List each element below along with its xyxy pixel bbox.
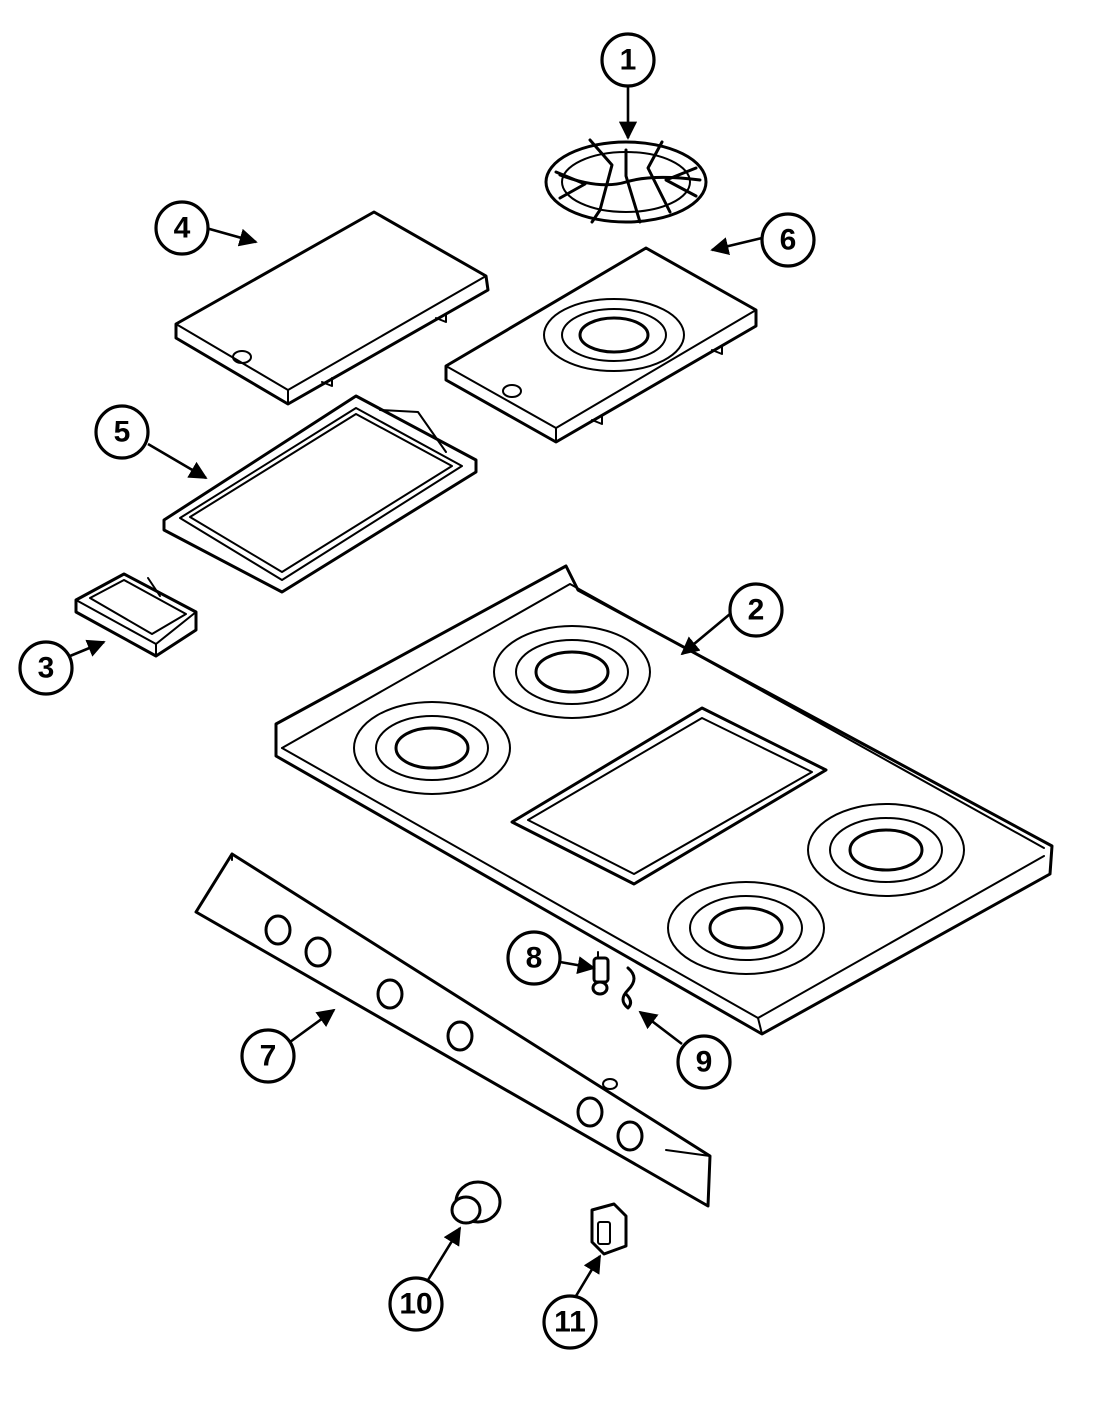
callout-4-label: 4 [174, 212, 191, 245]
arrow-to-part-4 [205, 226, 258, 247]
arrow-to-part-5 [147, 442, 208, 480]
callout-2: 2 [728, 582, 784, 638]
callout-7-label: 7 [260, 1040, 277, 1073]
callout-5: 5 [94, 404, 150, 460]
arrow-to-part-2 [680, 613, 731, 656]
callout-1-label: 1 [620, 44, 637, 77]
callout-7: 7 [240, 1028, 296, 1084]
callout-2-label: 2 [748, 594, 765, 627]
callout-3: 3 [18, 640, 74, 696]
callout-6-label: 6 [780, 224, 797, 257]
callout-8-label: 8 [526, 942, 543, 975]
wire-clip-part [621, 966, 636, 1010]
callout-11: 11 [542, 1294, 598, 1350]
callout-11-label: 11 [554, 1306, 586, 1339]
callout-10-label: 10 [399, 1288, 432, 1321]
arrow-to-part-10 [426, 1226, 462, 1281]
callout-1: 1 [600, 32, 656, 88]
cooktop-main-part [274, 564, 1054, 1036]
callout-5-label: 5 [114, 416, 131, 449]
callout-8: 8 [506, 930, 562, 986]
control-panel-part [194, 852, 712, 1208]
callout-6: 6 [760, 212, 816, 268]
arrow-to-part-3 [69, 639, 106, 658]
arrow-to-part-8 [559, 956, 596, 975]
callout-3-label: 3 [38, 652, 55, 685]
burner-grate-part [544, 138, 708, 224]
rocker-switch-part [590, 1202, 628, 1256]
callout-10: 10 [388, 1276, 444, 1332]
burner-cover-part [444, 246, 758, 444]
plain-cover-part [174, 210, 490, 406]
arrow-to-part-7 [289, 1008, 336, 1044]
arrow-to-part-6 [710, 236, 763, 256]
arrow-to-part-9 [638, 1010, 683, 1046]
control-knob-part [450, 1180, 502, 1225]
spark-electrode-part [591, 951, 610, 996]
frame-part [162, 394, 478, 594]
arrow-to-part-11 [574, 1254, 602, 1297]
callout-4: 4 [154, 200, 210, 256]
leader-arrows [69, 87, 763, 1297]
callout-9-label: 9 [696, 1046, 713, 1079]
callout-9: 9 [676, 1034, 732, 1090]
drip-tray-part [74, 572, 198, 658]
